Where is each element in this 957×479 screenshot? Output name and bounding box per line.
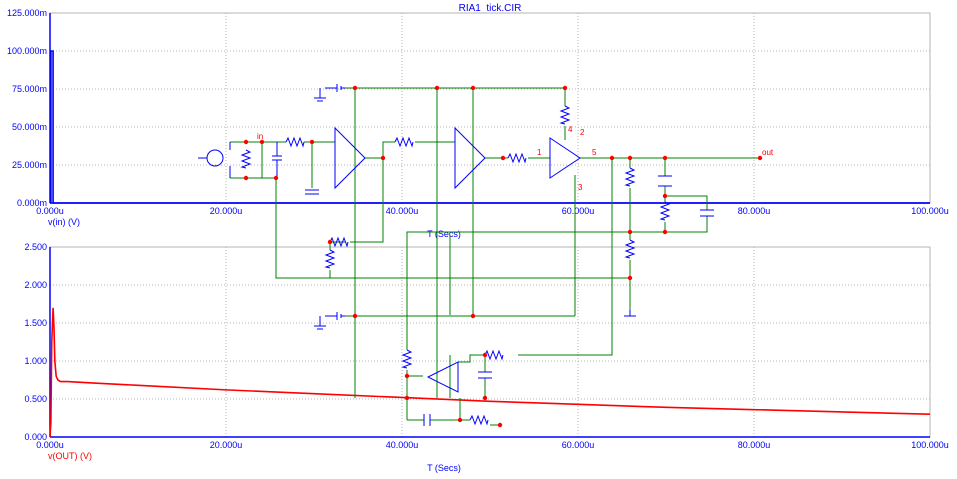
node-label-out: out bbox=[762, 148, 774, 157]
y-tick-label: 1.000 bbox=[24, 356, 47, 366]
schematic-labels: in out 1 2 3 4 5 bbox=[257, 125, 774, 192]
y-tick-label: 100.000m bbox=[7, 46, 47, 56]
x-tick-label: 80.000u bbox=[738, 440, 771, 450]
plot-vin-trace-label: v(in) (V) bbox=[48, 217, 80, 227]
plot-frame bbox=[49, 12, 931, 204]
plot-vout-axes bbox=[49, 246, 931, 438]
x-tick-label: 20.000u bbox=[210, 206, 243, 216]
node-label-2: 2 bbox=[580, 128, 585, 137]
plot-vout-trace-label: v(OUT) (V) bbox=[48, 451, 92, 461]
plot-vin-grid bbox=[49, 12, 931, 204]
x-tick-label: 40.000u bbox=[386, 440, 419, 450]
x-tick-label: 0.000u bbox=[36, 206, 64, 216]
node-label-in: in bbox=[257, 132, 263, 141]
plot-vin-tick-labels: 0.000u 20.000u 40.000u 60.000u 80.000u 100.00… bbox=[7, 8, 949, 216]
x-tick-label: 60.000u bbox=[562, 440, 595, 450]
x-tick-label: 80.000u bbox=[738, 206, 771, 216]
plot-frame bbox=[49, 246, 931, 438]
plot-vin-axes bbox=[49, 12, 931, 204]
schematic-wires bbox=[230, 87, 760, 426]
node-label-3: 3 bbox=[578, 183, 583, 192]
plot-vout[interactable]: 0.000u 20.000u 40.000u 60.000u 80.000u 100.00… bbox=[24, 242, 948, 473]
plot-vin-series bbox=[50, 50, 930, 204]
schematic-overlay: in out 1 2 3 4 5 bbox=[198, 84, 774, 428]
y-tick-label: 2.500 bbox=[24, 242, 47, 252]
x-tick-label: 60.000u bbox=[562, 206, 595, 216]
y-tick-label: 125.000m bbox=[7, 8, 47, 18]
plot-vout-series bbox=[49, 307, 931, 438]
plot-vout-grid bbox=[49, 246, 931, 438]
y-tick-label: 0.500 bbox=[24, 394, 47, 404]
y-tick-label: 2.000 bbox=[24, 280, 47, 290]
y-tick-label: 1.500 bbox=[24, 318, 47, 328]
plot-vin-xlabel: T (Secs) bbox=[427, 229, 461, 239]
x-tick-label: 40.000u bbox=[386, 206, 419, 216]
x-tick-label: 0.000u bbox=[36, 440, 64, 450]
plot-vout-tick-labels: 0.000u 20.000u 40.000u 60.000u 80.000u 100.00… bbox=[24, 242, 948, 450]
y-tick-label: 0.000m bbox=[17, 198, 47, 208]
schematic-parts bbox=[198, 84, 714, 426]
node-label-5: 5 bbox=[592, 148, 597, 157]
x-tick-label: 100.000u bbox=[911, 206, 949, 216]
schematic-nodes bbox=[243, 85, 763, 428]
y-tick-label: 25.000m bbox=[12, 160, 47, 170]
window-title: RIA1_tick.CIR bbox=[459, 3, 522, 14]
y-tick-label: 50.000m bbox=[12, 122, 47, 132]
series-line-vin bbox=[50, 50, 930, 204]
plot-vout-xlabel: T (Secs) bbox=[427, 463, 461, 473]
node-label-4: 4 bbox=[568, 125, 573, 134]
series-line-vout bbox=[49, 307, 931, 438]
node-label-1: 1 bbox=[537, 148, 542, 157]
plot-vin[interactable]: 0.000u 20.000u 40.000u 60.000u 80.000u 100.00… bbox=[7, 8, 949, 239]
x-tick-label: 20.000u bbox=[210, 440, 243, 450]
y-tick-label: 75.000m bbox=[12, 84, 47, 94]
x-tick-label: 100.000u bbox=[911, 440, 949, 450]
y-tick-label: 0.000 bbox=[24, 432, 47, 442]
